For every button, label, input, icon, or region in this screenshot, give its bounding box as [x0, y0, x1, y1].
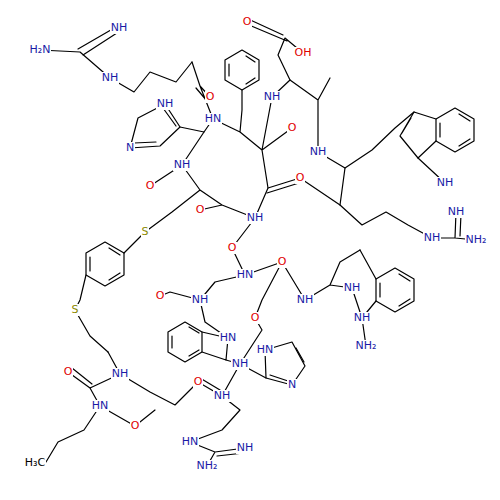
backbone-bonds — [300, 178, 340, 205]
atom-label: NH — [156, 98, 175, 110]
tryptophan-chain — [290, 78, 414, 168]
atom-label: HN — [219, 332, 238, 344]
atom-label: NH — [236, 442, 255, 454]
bond-lines — [40, 18, 476, 466]
atom-label: O — [193, 376, 204, 388]
aromatic-bonds — [360, 250, 410, 306]
linker-bonds — [75, 232, 145, 352]
backbone-bonds — [228, 218, 366, 346]
aromatic-bonds — [229, 56, 255, 84]
atom-label: NH — [173, 159, 192, 171]
atom-label: O — [130, 420, 141, 432]
atom-label: H₃C — [24, 457, 46, 469]
atom-label: O — [63, 366, 74, 378]
atom-label: NH — [101, 72, 120, 84]
atom-label: S — [141, 226, 150, 238]
atom-label: NH — [423, 232, 442, 244]
norleucine-bonds — [46, 352, 135, 462]
aromatic-bonds — [134, 108, 176, 143]
backbone-bonds — [120, 374, 198, 426]
atom-label: NH — [353, 312, 372, 324]
imidazole-ring — [130, 104, 180, 148]
atom-label: NH — [263, 91, 282, 103]
atom-label: HN — [236, 269, 255, 281]
atom-label: H₂N — [29, 44, 52, 56]
arginine-chain — [110, 62, 192, 92]
indole-benzene — [436, 108, 474, 152]
backbone-bonds — [145, 132, 255, 232]
atom-label: HN — [91, 400, 110, 412]
backbone-bonds — [198, 318, 262, 396]
backbone-bonds — [192, 18, 303, 218]
atom-label: O — [145, 180, 156, 192]
atom-label: NH — [110, 22, 129, 34]
arginine-chain — [340, 168, 476, 240]
atom-label: NH — [436, 177, 455, 189]
indole-pyrrole — [400, 112, 436, 158]
atom-label: OH — [294, 47, 313, 59]
atom-label: NH₂ — [355, 340, 378, 352]
atom-label: NH — [343, 282, 362, 294]
atom-label: NH — [309, 146, 328, 158]
phenyl-ring — [376, 268, 414, 312]
indole-benzene — [168, 322, 202, 362]
atom-label: O — [227, 242, 238, 254]
arginine-guanidine — [190, 396, 245, 466]
atom-label: N — [287, 379, 297, 391]
atom-label: NH₂ — [196, 460, 219, 472]
atom-label: NH — [246, 212, 265, 224]
aromatic-bonds — [270, 348, 304, 381]
atom-label: N — [125, 142, 135, 154]
atom-label: NH — [111, 368, 130, 380]
atom-label: O — [277, 256, 288, 268]
atom-label: S — [71, 304, 80, 316]
aromatic-bonds — [172, 327, 199, 356]
atom-label: NH — [296, 294, 315, 306]
atom-label: NH₂ — [465, 234, 488, 246]
atom-label: NH — [213, 390, 232, 402]
guanidine-bonds — [40, 27, 120, 78]
atom-label: O — [195, 204, 206, 216]
atom-label: HN — [204, 113, 223, 125]
aromatic-bonds — [90, 248, 120, 280]
atom-label: NH — [447, 206, 466, 218]
atom-label: O — [205, 91, 216, 103]
atom-label: O — [250, 312, 261, 324]
atom-label: HN — [256, 344, 275, 356]
aromatic-bonds — [440, 114, 470, 146]
atom-label: O — [242, 16, 253, 28]
xylene-ring — [86, 242, 124, 286]
benzene-ring — [225, 50, 259, 90]
atom-label: HN — [181, 436, 200, 448]
atom-label: NH — [191, 294, 210, 306]
atom-label: O — [287, 122, 298, 134]
atom-label: O — [155, 290, 166, 302]
atom-label: O — [295, 172, 306, 184]
atom-label: NH — [231, 358, 250, 370]
